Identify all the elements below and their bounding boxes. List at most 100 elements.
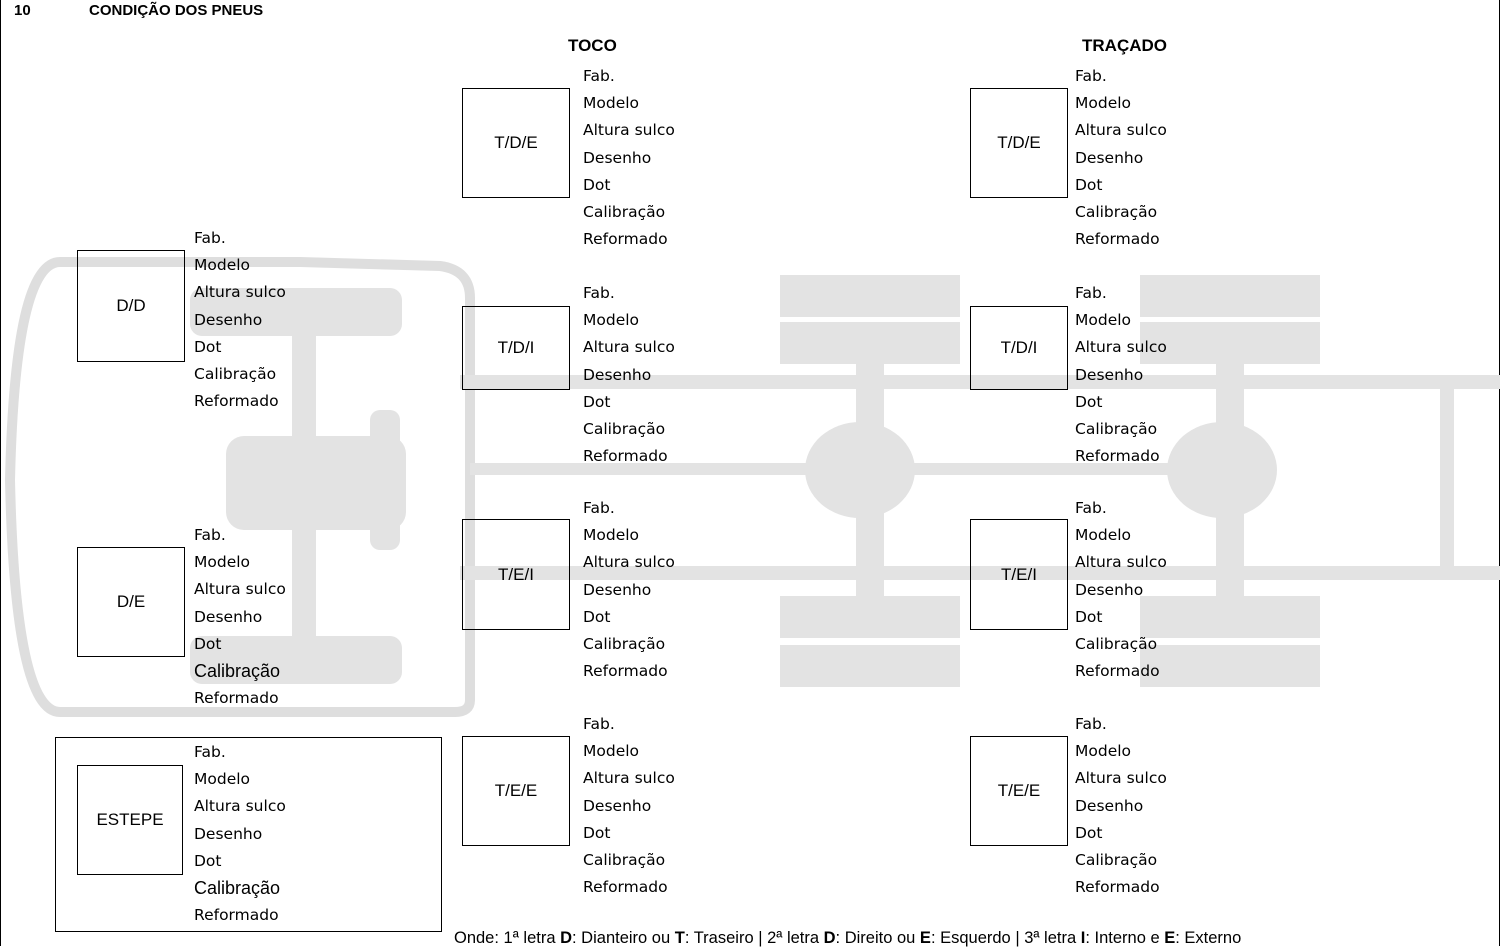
field-calibracao: Calibração <box>1075 635 1158 654</box>
field-desenho: Desenho <box>194 310 263 329</box>
field-altura-sulco: Altura sulco <box>583 769 675 788</box>
field-reformado: Reformado <box>583 447 668 466</box>
legend-text: : Traseiro | 2ª letra <box>684 929 824 947</box>
field-dot: Dot <box>583 607 611 626</box>
tire-box-tracado-tee[interactable]: T/E/E <box>970 736 1068 846</box>
tire-box-toco-tei[interactable]: T/E/I <box>462 519 570 630</box>
field-altura-sulco: Altura sulco <box>583 338 675 357</box>
tire-fields-de: Fab. Modelo Altura sulco Desenho Dot Cal… <box>194 522 286 712</box>
tire-box-tracado-tei[interactable]: T/E/I <box>970 519 1068 630</box>
field-calibracao: Calibração <box>1075 851 1158 870</box>
field-reformado: Reformado <box>583 662 668 681</box>
field-modelo: Modelo <box>583 526 640 545</box>
field-fab: Fab. <box>1075 715 1107 733</box>
field-fab: Fab. <box>194 743 226 761</box>
tire-fields-tracado-tei: Fab. Modelo Altura sulco Desenho Dot Cal… <box>1075 495 1167 685</box>
legend-key: I <box>1080 929 1086 947</box>
tire-box-de[interactable]: D/E <box>77 547 185 657</box>
field-desenho: Desenho <box>1075 148 1144 167</box>
field-modelo: Modelo <box>1075 526 1132 545</box>
tire-fields-toco-tei: Fab. Modelo Altura sulco Desenho Dot Cal… <box>583 495 675 685</box>
field-desenho: Desenho <box>583 148 652 167</box>
field-modelo: Modelo <box>1075 311 1132 330</box>
field-fab: Fab. <box>1075 499 1107 517</box>
field-calibracao: Calibração <box>194 878 281 899</box>
field-altura-sulco: Altura sulco <box>1075 338 1167 357</box>
tire-label: T/E/E <box>997 781 1041 800</box>
tire-fields-tracado-tee: Fab. Modelo Altura sulco Desenho Dot Cal… <box>1075 711 1167 901</box>
tire-box-tracado-tdi[interactable]: T/D/I <box>970 306 1068 390</box>
field-modelo: Modelo <box>583 742 640 761</box>
legend-key: D <box>560 929 573 947</box>
field-calibracao: Calibração <box>583 203 666 222</box>
legend-text: : Dianteiro ou <box>572 929 675 947</box>
field-calibracao: Calibração <box>194 365 277 384</box>
legend-text: Onde: 1ª letra <box>454 929 561 947</box>
legend-note: Onde: 1ª letra D: Dianteiro ou T: Trasei… <box>454 929 1241 948</box>
legend-key: T <box>674 929 685 947</box>
field-altura-sulco: Altura sulco <box>194 797 286 816</box>
legend-text: : Interno e <box>1085 929 1165 947</box>
field-altura-sulco: Altura sulco <box>194 283 286 302</box>
tire-label: T/D/E <box>997 133 1041 152</box>
tire-box-estepe[interactable]: ESTEPE <box>77 765 183 875</box>
field-calibracao: Calibração <box>1075 420 1158 439</box>
field-altura-sulco: Altura sulco <box>1075 553 1167 572</box>
group-title-tracado: TRAÇADO <box>1082 36 1167 55</box>
field-reformado: Reformado <box>1075 230 1160 249</box>
field-reformado: Reformado <box>583 878 668 897</box>
field-reformado: Reformado <box>194 906 279 925</box>
legend-key: E <box>1164 929 1176 947</box>
field-reformado: Reformado <box>194 392 279 411</box>
tire-box-toco-tde[interactable]: T/D/E <box>462 88 570 198</box>
tire-fields-toco-tee: Fab. Modelo Altura sulco Desenho Dot Cal… <box>583 711 675 901</box>
tire-box-dd[interactable]: D/D <box>77 250 185 362</box>
legend-text: : Esquerdo | 3ª letra <box>930 929 1081 947</box>
field-calibracao: Calibração <box>583 420 666 439</box>
field-dot: Dot <box>194 634 222 653</box>
field-reformado: Reformado <box>1075 878 1160 897</box>
legend-text: : Direito ou <box>835 929 920 947</box>
field-modelo: Modelo <box>1075 742 1132 761</box>
field-calibracao: Calibração <box>583 851 666 870</box>
field-reformado: Reformado <box>583 230 668 249</box>
field-fab: Fab. <box>583 499 615 517</box>
field-fab: Fab. <box>194 229 226 247</box>
field-modelo: Modelo <box>194 553 251 572</box>
field-reformado: Reformado <box>194 689 279 708</box>
tire-box-toco-tdi[interactable]: T/D/I <box>462 306 570 390</box>
field-modelo: Modelo <box>1075 94 1132 113</box>
group-title-toco: TOCO <box>568 36 617 55</box>
field-fab: Fab. <box>1075 67 1107 85</box>
tire-label: T/E/E <box>494 781 538 800</box>
tire-box-tracado-tde[interactable]: T/D/E <box>970 88 1068 198</box>
field-altura-sulco: Altura sulco <box>583 121 675 140</box>
field-fab: Fab. <box>194 526 226 544</box>
field-desenho: Desenho <box>583 580 652 599</box>
field-dot: Dot <box>583 823 611 842</box>
field-desenho: Desenho <box>194 824 263 843</box>
field-modelo: Modelo <box>194 256 251 275</box>
tire-box-toco-tee[interactable]: T/E/E <box>462 736 570 846</box>
tire-fields-dd: Fab. Modelo Altura sulco Desenho Dot Cal… <box>194 225 286 415</box>
field-dot: Dot <box>1075 175 1103 194</box>
field-desenho: Desenho <box>194 607 263 626</box>
tire-fields-toco-tdi: Fab. Modelo Altura sulco Desenho Dot Cal… <box>583 280 675 470</box>
tire-label: D/D <box>116 296 146 315</box>
field-fab: Fab. <box>583 715 615 733</box>
field-desenho: Desenho <box>583 365 652 384</box>
legend-key: D <box>823 929 836 947</box>
field-calibracao: Calibração <box>1075 203 1158 222</box>
field-modelo: Modelo <box>194 770 251 789</box>
field-dot: Dot <box>583 392 611 411</box>
field-modelo: Modelo <box>583 94 640 113</box>
tire-label: T/D/E <box>494 133 538 152</box>
field-reformado: Reformado <box>1075 662 1160 681</box>
field-altura-sulco: Altura sulco <box>1075 121 1167 140</box>
legend-key: E <box>919 929 931 947</box>
legend-text: : Externo <box>1175 929 1242 947</box>
section-title: CONDIÇÃO DOS PNEUS <box>89 2 264 19</box>
field-reformado: Reformado <box>1075 447 1160 466</box>
field-dot: Dot <box>1075 392 1103 411</box>
